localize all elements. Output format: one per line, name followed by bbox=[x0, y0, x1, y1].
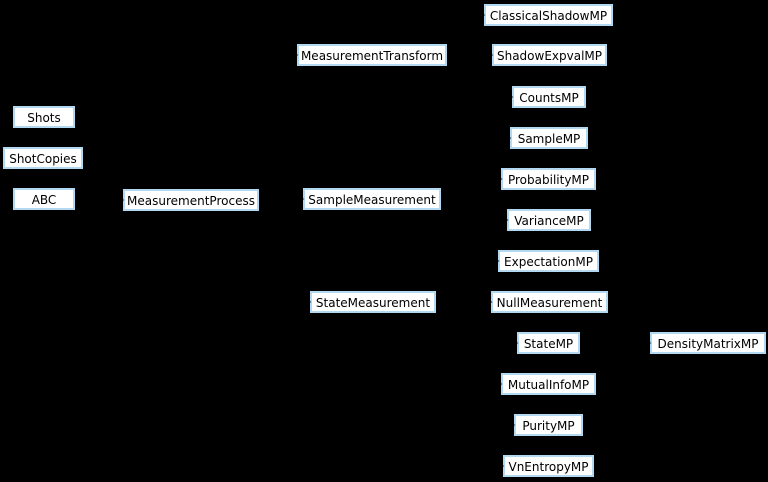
inheritance-edge-measurementprocess-to-statemeasurement bbox=[258, 199, 306, 303]
class-node-label: ShadowExpvalMP bbox=[496, 48, 603, 63]
class-node-label: PurityMP bbox=[522, 418, 575, 433]
inheritance-edge-statemeasurement-to-probabilitymp bbox=[435, 178, 497, 303]
inheritance-edge-statemeasurement-to-puritymp bbox=[435, 301, 510, 426]
class-node-vnentropymp[interactable]: VnEntropyMP bbox=[503, 455, 594, 477]
inheritance-edge-abc-to-measurementprocess bbox=[74, 198, 119, 201]
class-node-label: ShotCopies bbox=[9, 151, 77, 166]
class-node-label: CountsMP bbox=[519, 90, 579, 105]
class-node-label: DensityMatrixMP bbox=[657, 336, 759, 351]
inheritance-edge-samplemeasurement-to-nullmeasurement bbox=[440, 198, 487, 303]
class-node-shadowexpvalmp[interactable]: ShadowExpvalMP bbox=[492, 44, 607, 66]
inheritance-edge-samplemeasurement-to-samplemp bbox=[440, 137, 506, 200]
class-node-label: MeasurementTransform bbox=[300, 48, 444, 63]
inheritance-edge-statemeasurement-to-vnentropymp bbox=[435, 301, 499, 467]
class-node-expectationmp[interactable]: ExpectationMP bbox=[498, 250, 599, 272]
class-node-label: SampleMP bbox=[517, 131, 581, 146]
class-node-samplemeasurement[interactable]: SampleMeasurement bbox=[303, 188, 441, 210]
class-node-statemp[interactable]: StateMP bbox=[517, 332, 580, 354]
class-node-label: Shots bbox=[27, 110, 61, 125]
class-node-shots[interactable]: Shots bbox=[13, 106, 75, 128]
inheritance-edge-statemeasurement-to-variancemp bbox=[435, 219, 503, 303]
class-node-mutualinfomp[interactable]: MutualInfoMP bbox=[501, 373, 596, 395]
inheritance-edge-samplemeasurement-to-variancemp bbox=[440, 198, 503, 221]
class-node-label: VnEntropyMP bbox=[508, 459, 589, 474]
class-node-puritymp[interactable]: PurityMP bbox=[514, 414, 583, 436]
class-node-countsmp[interactable]: CountsMP bbox=[512, 86, 586, 108]
inheritance-edge-measurementtransform-to-classicalshadowmp bbox=[446, 14, 480, 56]
class-node-abc[interactable]: ABC bbox=[13, 188, 75, 210]
class-node-densitymatrixmp[interactable]: DensityMatrixMP bbox=[650, 332, 766, 354]
class-node-probabilitymp[interactable]: ProbabilityMP bbox=[501, 168, 596, 190]
class-node-label: MutualInfoMP bbox=[507, 377, 590, 392]
inheritance-edge-statemeasurement-to-expectationmp bbox=[435, 260, 494, 303]
class-node-measurementprocess[interactable]: MeasurementProcess bbox=[123, 189, 259, 211]
class-node-measurementtransform[interactable]: MeasurementTransform bbox=[297, 44, 447, 66]
class-node-nullmeasurement[interactable]: NullMeasurement bbox=[491, 291, 608, 313]
inheritance-edge-measurementprocess-to-samplemeasurement bbox=[258, 198, 299, 201]
class-node-label: StateMP bbox=[523, 336, 574, 351]
inheritance-edge-samplemeasurement-to-countsmp bbox=[440, 96, 508, 200]
inheritance-edge-measurementprocess-to-measurementtransform bbox=[258, 54, 293, 201]
class-node-label: MeasurementProcess bbox=[127, 193, 255, 208]
class-node-label: StateMeasurement bbox=[315, 295, 431, 310]
class-node-statemeasurement[interactable]: StateMeasurement bbox=[310, 291, 436, 313]
class-node-samplemp[interactable]: SampleMP bbox=[510, 127, 588, 149]
inheritance-edge-statemeasurement-to-mutualinfomp bbox=[435, 301, 497, 385]
inheritance-edge-samplemeasurement-to-probabilitymp bbox=[440, 178, 497, 200]
class-node-label: ClassicalShadowMP bbox=[489, 8, 608, 23]
class-node-classicalshadowmp[interactable]: ClassicalShadowMP bbox=[484, 4, 613, 26]
class-node-label: ExpectationMP bbox=[504, 254, 593, 269]
class-node-variancemp[interactable]: VarianceMP bbox=[507, 209, 591, 231]
class-node-shotcopies[interactable]: ShotCopies bbox=[3, 147, 83, 169]
class-node-label: ABC bbox=[31, 192, 57, 207]
class-node-label: NullMeasurement bbox=[496, 295, 603, 310]
inheritance-edge-samplemeasurement-to-expectationmp bbox=[440, 198, 494, 262]
class-node-label: ProbabilityMP bbox=[507, 172, 590, 187]
class-node-label: VarianceMP bbox=[514, 213, 584, 228]
class-node-label: SampleMeasurement bbox=[308, 192, 436, 207]
